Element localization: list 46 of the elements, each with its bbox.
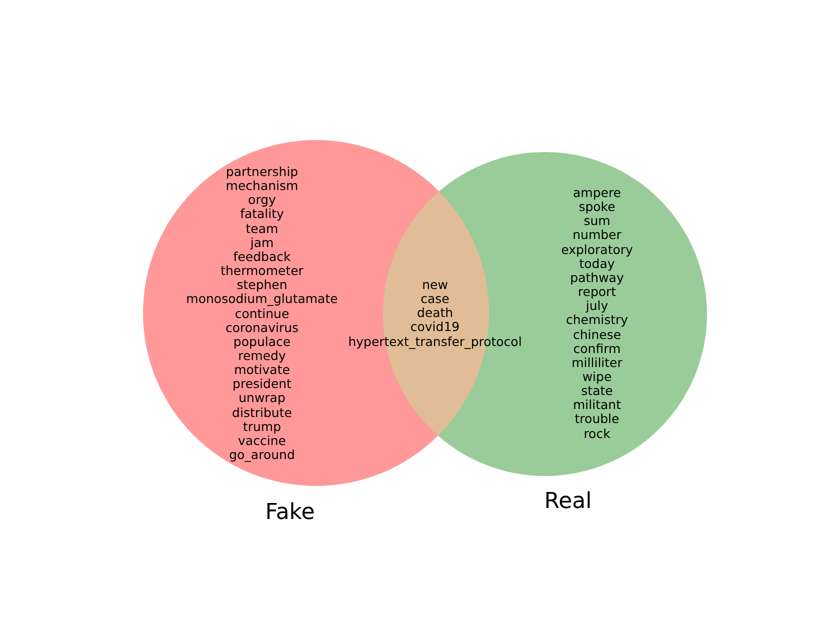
term-label: chemistry [566,313,628,328]
set-title: Real [544,489,592,515]
term-label: rock [584,426,610,441]
term-label: case [420,292,450,306]
term-label: team [246,222,278,236]
term-label: report [578,285,616,300]
term-label: state [581,384,613,398]
term-label: unwrap [238,391,286,406]
term-label: pathway [570,270,624,285]
term-label: militant [573,398,621,412]
term-label: chinese [572,328,622,342]
term-label: motivate [234,363,290,378]
term-label: vaccine [238,434,286,448]
term-label: number [572,228,622,242]
term-label: ampere [572,186,622,200]
term-label: feedback [233,250,291,264]
term-label: new [422,278,448,292]
set-title: Fake [265,500,315,526]
term-label: monosodium_glutamate [186,292,338,306]
term-label: partnership [226,165,298,179]
term-label: fatality [240,207,284,222]
term-label: milliliter [572,356,622,370]
term-label: remedy [238,348,286,363]
term-label: president [232,377,292,392]
term-label: confirm [573,342,621,356]
term-label: stephen [236,278,288,292]
term-label: july [586,299,608,314]
term-label: exploratory [561,242,633,257]
term-label: sum [584,214,610,228]
term-label: continue [234,306,290,320]
term-label: thermometer [220,264,304,278]
term-label: trump [242,420,282,434]
term-label: trouble [574,412,620,426]
term-label: distribute [232,406,292,420]
term-label: coronavirus [225,320,299,335]
term-label: hypertext_transfer_protocol [348,334,522,349]
term-label: wipe [582,370,612,384]
term-label: death [416,306,454,320]
term-label: populace [233,334,291,349]
term-label: covid19 [410,320,460,334]
term-label: today [579,256,615,271]
term-label: mechanism [226,179,298,194]
term-label: jam [250,236,274,250]
term-label: spoke [578,200,616,214]
term-label: orgy [248,193,276,208]
term-label: go_around [229,448,295,462]
